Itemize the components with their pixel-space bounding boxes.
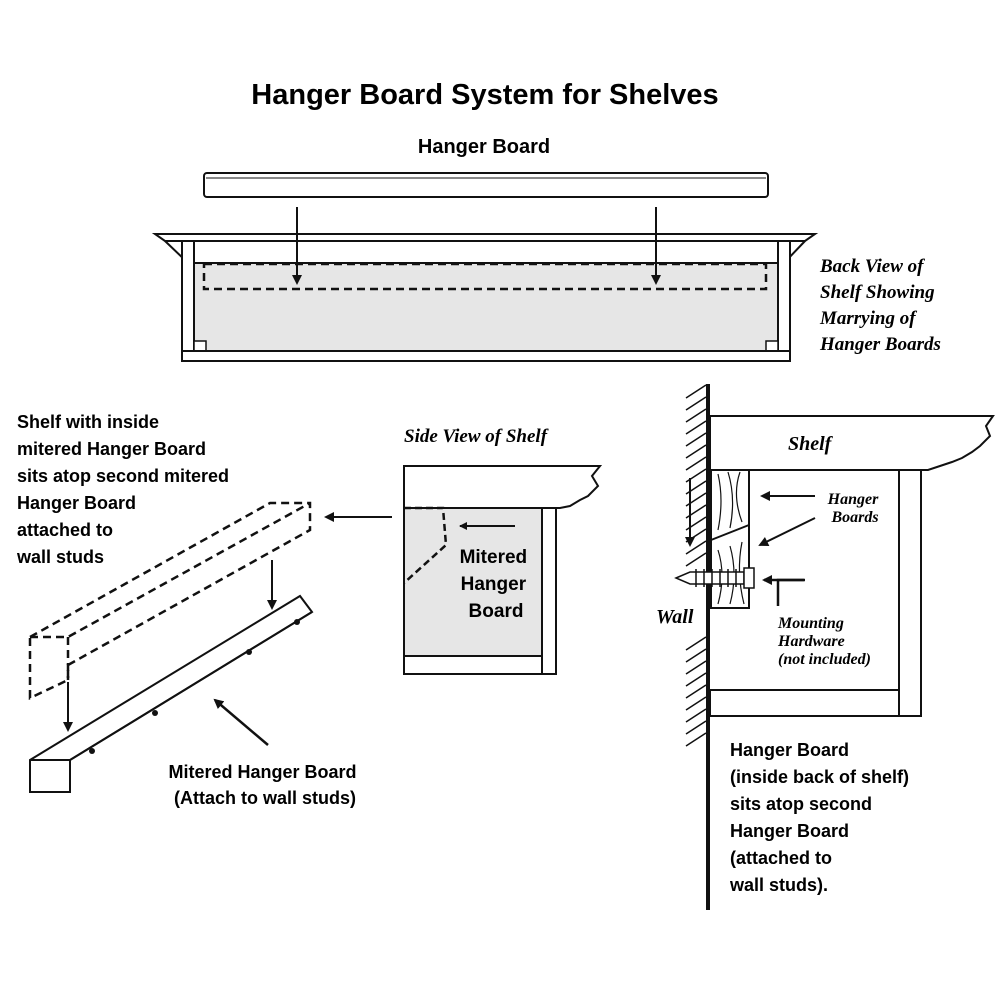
mounting-screw — [674, 567, 755, 589]
hanger-boards-label: Hanger Boards — [827, 491, 883, 526]
mitered-wall-board-edges — [30, 611, 313, 792]
side-view-label: Mitered Hanger Board — [460, 547, 533, 622]
back-view-caption: Back View of Shelf Showing Marrying of H… — [819, 256, 941, 355]
right-corner-block — [765, 340, 779, 352]
hardware-label: Mounting Hardware (not included) — [777, 615, 871, 668]
crown-trim — [151, 233, 819, 242]
hanger-boards-block — [710, 469, 750, 609]
side-crown-trim — [403, 465, 603, 509]
side-bottom-rail — [403, 655, 557, 675]
wall-mount-view: Shelf Hanger — [656, 384, 995, 910]
back-view: Hanger Board Back View of Shelf Showing … — [151, 136, 941, 362]
dashed-hanger-board-outline — [202, 262, 768, 291]
hanger-board-heading: Hanger Board — [418, 136, 550, 158]
screw-hole — [89, 748, 95, 754]
dashed-mitered-board — [28, 501, 312, 700]
shelf-top-rail — [186, 240, 786, 264]
page-title: Hanger Board System for Shelves — [251, 79, 718, 111]
dashed-side-hanger — [403, 506, 448, 584]
mitered-boards-view: Shelf with inside mitered Hanger Board s… — [16, 412, 392, 808]
miter-joint — [710, 524, 750, 541]
hardware-bracket — [776, 578, 805, 606]
side-view-heading: Side View of Shelf — [404, 426, 549, 447]
shelf-crown — [709, 415, 995, 471]
shelf-bottom — [709, 689, 900, 717]
shelf-front-post — [898, 469, 922, 717]
screw-hole — [246, 649, 252, 655]
wall-label: Wall — [656, 606, 694, 628]
side-front-post — [541, 507, 557, 675]
hanger-arrow-lower — [758, 517, 816, 546]
right-side-post — [777, 240, 791, 354]
screw-hole — [152, 710, 158, 716]
wall-hatching — [685, 384, 707, 747]
screw-hole — [294, 619, 300, 625]
wall-view-caption: Hanger Board (inside back of shelf) sits… — [729, 740, 914, 895]
left-side-post — [181, 240, 195, 354]
side-view: Side View of Shelf Mitered Hanger Board — [403, 426, 603, 675]
pointer-arrow — [213, 698, 269, 746]
left-caption: Shelf with inside mitered Hanger Board s… — [16, 412, 234, 567]
left-corner-block — [193, 340, 207, 352]
shelf-bottom-rail — [181, 350, 791, 362]
dashed-mitered-board-edges — [30, 501, 311, 680]
loose-hanger-board — [203, 172, 769, 198]
shelf-label: Shelf — [788, 433, 834, 455]
mitered-board-label: Mitered Hanger Board (Attach to wall stu… — [168, 762, 361, 808]
